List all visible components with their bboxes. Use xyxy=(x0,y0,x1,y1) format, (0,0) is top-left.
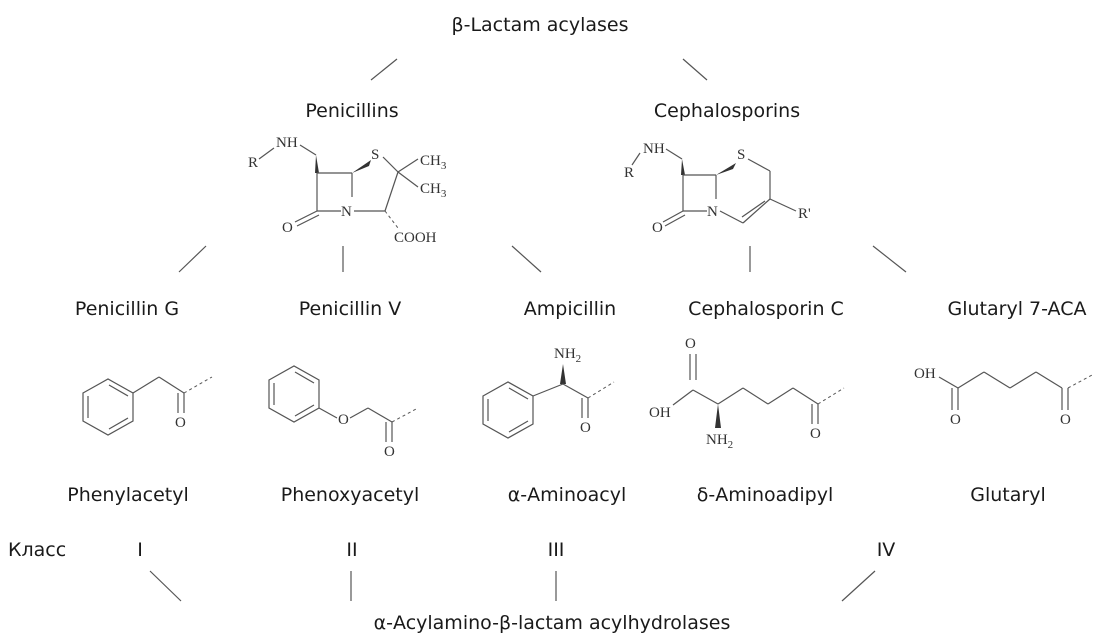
atom-nh: NH xyxy=(643,141,665,157)
atom-o-acid: O xyxy=(950,412,961,428)
bottom-label: α-Acylamino-β-lactam acylhydrolases xyxy=(373,612,731,634)
atom-o-carbonyl: O xyxy=(1060,412,1071,428)
atom-o: O xyxy=(580,420,591,436)
atom-o-carbonyl: O xyxy=(384,444,395,460)
atom-s: S xyxy=(737,147,745,163)
atom-r-prime: R' xyxy=(798,206,811,222)
atom-cooh: COOH xyxy=(394,230,437,246)
atom-n: N xyxy=(707,204,718,220)
side-chain-aminoadipyl: δ-Aminoadipyl xyxy=(696,484,834,506)
substrate-name-penicillin-g: Penicillin G xyxy=(74,298,180,320)
atom-r: R xyxy=(624,165,634,181)
substrate-name-penicillin-v: Penicillin V xyxy=(298,298,402,320)
root-label: β-Lactam acylases xyxy=(451,14,629,36)
connector-class-iv xyxy=(841,570,876,602)
substrate-name-ampicillin: Ampicillin xyxy=(523,298,617,320)
substrate-name-cephalosporin-c: Cephalosporin C xyxy=(688,298,844,320)
connector-root-cephalosporins xyxy=(682,58,708,81)
atom-o: O xyxy=(282,220,293,236)
connector-penicillins-ampicillin xyxy=(511,245,542,273)
penicillin-core-structure: R NH O N S CH3 CH3 COOH xyxy=(248,135,447,246)
glutaryl-structure: OH O O xyxy=(914,366,1095,428)
connector-class-i xyxy=(149,570,182,602)
side-chain-phenylacetyl: Phenylacetyl xyxy=(67,484,189,506)
side-chain-aminoacyl: α-Aminoacyl xyxy=(507,484,627,506)
side-chain-glutaryl: Glutaryl xyxy=(970,484,1046,506)
atom-nh2: NH2 xyxy=(706,432,733,451)
class-label-iii: III xyxy=(547,539,565,561)
phenylacetyl-structure: O xyxy=(82,376,213,436)
atom-nh2: NH2 xyxy=(554,346,581,365)
class-header: Класс xyxy=(8,539,67,561)
atom-s: S xyxy=(371,147,379,163)
aminoacyl-structure: NH2 O xyxy=(482,346,615,439)
phenoxyacetyl-structure: O O xyxy=(268,365,419,460)
atom-o: O xyxy=(175,415,186,431)
class-label-ii: II xyxy=(346,539,358,561)
atom-o-acid: O xyxy=(685,336,696,352)
aminoadipyl-structure: O OH NH2 O xyxy=(649,336,845,451)
family-label-cephalosporins: Cephalosporins xyxy=(653,100,801,122)
atom-o-carbonyl: O xyxy=(810,426,821,442)
class-label-iv: IV xyxy=(876,539,896,561)
connector-penicillins-penicillin-g xyxy=(178,245,207,273)
atom-oh: OH xyxy=(649,405,671,421)
atom-o-ether: O xyxy=(338,412,349,428)
atom-o: O xyxy=(652,220,663,236)
atom-ch3-b: CH3 xyxy=(420,181,447,200)
atom-ch3-a: CH3 xyxy=(420,153,447,172)
atom-nh: NH xyxy=(276,135,298,151)
connector-root-penicillins xyxy=(370,58,398,81)
class-label-i: I xyxy=(137,539,143,561)
atom-r: R xyxy=(248,155,258,171)
atom-n: N xyxy=(341,204,352,220)
side-chain-phenoxyacetyl: Phenoxyacetyl xyxy=(280,484,420,506)
cephalosporin-core-structure: R NH O N S R' xyxy=(624,141,811,236)
connector-cephalosporins-glutaryl-7aca xyxy=(872,245,907,273)
family-label-penicillins: Penicillins xyxy=(305,100,399,122)
substrate-name-glutaryl-7aca: Glutaryl 7-ACA xyxy=(947,298,1087,320)
atom-oh: OH xyxy=(914,366,936,382)
